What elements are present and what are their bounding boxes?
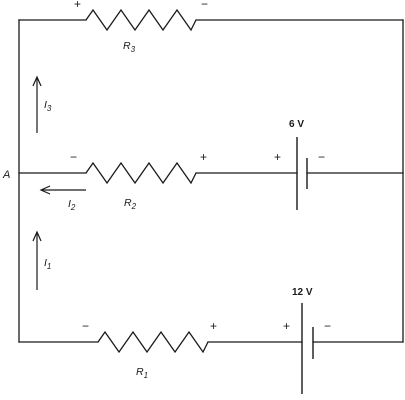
i1-label: I1 [44, 257, 51, 271]
middle-branch [18, 137, 404, 210]
r2-right-sign: + [200, 150, 207, 164]
i2-label: I2 [68, 198, 76, 212]
r2-label: R2 [124, 197, 137, 211]
current-arrow-i1 [32, 230, 42, 290]
battery-12v-left-sign: + [283, 319, 290, 333]
current-arrow-i3 [32, 75, 42, 133]
top-branch [18, 8, 404, 32]
current-arrow-i2 [39, 185, 86, 195]
r1-left-sign: − [82, 319, 89, 333]
resistor-r2 [85, 161, 197, 185]
r3-left-sign: + [74, 0, 81, 11]
r1-label: R1 [136, 366, 148, 380]
r2-left-sign: − [70, 150, 77, 164]
battery-12v [301, 303, 314, 394]
battery-6v-right-sign: − [318, 150, 325, 164]
resistor-r3 [85, 8, 197, 32]
i3-label: I3 [44, 99, 52, 113]
battery-12v-voltage: 12 V [292, 287, 313, 298]
resistor-r1 [97, 330, 209, 354]
battery-12v-right-sign: − [324, 319, 331, 333]
battery-6v-voltage: 6 V [289, 119, 304, 130]
battery-6v [296, 137, 308, 210]
r1-right-sign: + [210, 319, 217, 333]
node-a-label: A [2, 169, 10, 181]
r3-label: R3 [123, 40, 136, 54]
r3-right-sign: − [201, 0, 208, 11]
bottom-branch [18, 303, 404, 394]
battery-6v-left-sign: + [274, 150, 281, 164]
